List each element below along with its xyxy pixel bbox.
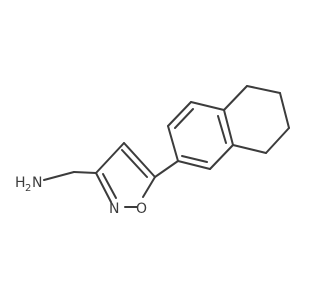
ring-o-label: O (136, 201, 147, 217)
bond-amine-ch2 (43, 171, 75, 181)
bond-sat-4 (265, 127, 290, 154)
bond-ar-6 (177, 160, 211, 170)
bond-sat-1 (223, 85, 248, 111)
bond-o-c5 (142, 176, 156, 198)
bond-ar-4 (223, 109, 234, 146)
bond-c4-c3 (95, 142, 125, 174)
bond-c5-aryl (154, 160, 179, 178)
bond-c3-n (95, 172, 112, 203)
ring-n-label: N (109, 201, 119, 217)
bond-sat-5 (232, 144, 267, 154)
amine-label: H 2 N (15, 175, 42, 194)
bond-ar-2 (167, 101, 192, 127)
bond-sat-2 (246, 85, 281, 94)
bond-c5-c4 (123, 142, 156, 178)
bond-ar-5 (209, 144, 234, 170)
bond-ar-6-double (181, 155, 208, 163)
amine-n-label: N (32, 175, 42, 191)
bond-ar-1 (167, 125, 179, 162)
amine-h-label: H (15, 175, 26, 191)
bonds (43, 85, 290, 208)
bond-sat-3 (279, 92, 290, 129)
bond-c5-c4-double (121, 149, 148, 178)
bond-ar-2-double (174, 108, 194, 129)
bond-ar-4-double (217, 115, 227, 144)
bond-ch2-c3 (73, 171, 97, 174)
amine-subscript-label: 2 (25, 183, 31, 194)
bond-c3-n-double (102, 173, 117, 199)
structure-diagram: H 2 N N O (15, 85, 290, 217)
bond-ar-3 (190, 101, 225, 111)
